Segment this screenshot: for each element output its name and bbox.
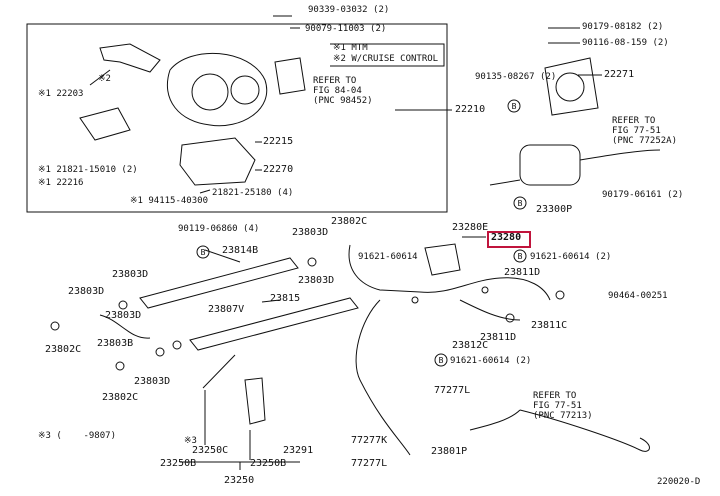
callout-b: B <box>201 248 206 257</box>
part-label: 90119-06860 (4) <box>178 224 260 234</box>
injector-shape <box>244 377 266 425</box>
refer-label: FIG 84-04 <box>313 86 362 96</box>
fuel-filter-shape <box>519 144 581 186</box>
pressure-regulator-shape <box>424 243 461 276</box>
part-label: 22210 <box>455 104 486 115</box>
part-label: 77277L <box>351 458 388 469</box>
part-label: 23801P <box>431 446 468 457</box>
part-label: 90135-08267 (2) <box>475 72 557 82</box>
figure-code: 220020-D <box>657 477 701 487</box>
part-label: 90179-06161 (2) <box>602 190 684 200</box>
refer-label: FIG 77-51 <box>612 126 661 136</box>
part-label: 23814B <box>222 245 259 256</box>
part-label: 23280E <box>452 222 489 233</box>
part-label: 23803D <box>112 269 149 280</box>
intake-gasket-shape <box>544 57 599 116</box>
part-label: ※1 22203 <box>38 89 84 99</box>
part-label: 23815 <box>270 293 301 304</box>
part-label: 23300P <box>536 204 573 215</box>
refer-label: REFER TO <box>612 116 656 126</box>
part-label: 23291 <box>283 445 314 456</box>
refer-label: REFER TO <box>533 391 577 401</box>
refer-label: (PNC 77213) <box>533 411 593 421</box>
note-label: ※2 <box>98 74 111 84</box>
fuel-rail-front <box>139 257 299 309</box>
part-label: 23250C <box>192 445 229 456</box>
part-label: 23803B <box>97 338 134 349</box>
part-label: 23811D <box>480 332 517 343</box>
callout-b: B <box>439 356 444 365</box>
part-label: ※1 21821-15010 (2) <box>38 165 138 175</box>
callout-b: B <box>512 102 517 111</box>
note-label: ※1 MTM <box>333 43 368 53</box>
refer-label: (PNC 98452) <box>313 96 373 106</box>
part-label: ※1 94115-40300 <box>130 196 208 206</box>
gasket-plate-shape <box>179 137 256 186</box>
note-label: ※2 W/CRUISE CONTROL <box>333 54 439 64</box>
part-label: 77277L <box>434 385 471 396</box>
part-label: 23811D <box>504 267 541 278</box>
part-label: 90179-08182 (2) <box>582 22 664 32</box>
part-label: 23250B <box>160 458 197 469</box>
part-label: ※1 22216 <box>38 178 84 188</box>
throttle-body-shape <box>166 52 268 127</box>
note-label: ※3 <box>184 436 197 446</box>
part-label: 90116-08-159 (2) <box>582 38 669 48</box>
part-label: 90079-11003 (2) <box>305 24 387 34</box>
idle-valve-shape <box>79 107 131 141</box>
part-label: 22270 <box>263 164 294 175</box>
part-label: 23802C <box>102 392 139 403</box>
part-label: 91621-60614 (2) <box>450 356 532 366</box>
part-label: 23803D <box>134 376 171 387</box>
part-label: 23802C <box>331 216 368 227</box>
part-label: 90339-03032 (2) <box>308 5 390 15</box>
refer-label: FIG 77-51 <box>533 401 582 411</box>
part-label: 23811C <box>531 320 568 331</box>
part-label: 23812C <box>452 340 489 351</box>
refer-label: REFER TO <box>313 76 357 86</box>
callout-b: B <box>518 199 523 208</box>
part-label-highlighted: 23280 <box>491 232 522 243</box>
part-label: 23803D <box>292 227 329 238</box>
part-label: 22271 <box>604 69 635 80</box>
part-label: 23250 <box>224 475 255 486</box>
highlight-23280 <box>487 231 531 248</box>
part-label: 90464-00251 <box>608 291 668 301</box>
callout-b: B <box>518 252 523 261</box>
part-label: 91621-60614 <box>358 252 418 262</box>
refer-label: (PNC 77252A) <box>612 136 678 146</box>
part-label: 23803D <box>298 275 335 286</box>
part-label: 22215 <box>263 136 294 147</box>
part-label: 77277K <box>351 435 388 446</box>
part-label: 91621-60614 (2) <box>530 252 612 262</box>
part-label: 23807V <box>208 304 245 315</box>
fuel-rail-rear <box>189 297 359 351</box>
part-label: 23803D <box>105 310 142 321</box>
note-label: ※3 ( -9807) <box>38 431 116 441</box>
part-label: 23250B <box>250 458 287 469</box>
throttle-assembly-box <box>26 23 448 213</box>
part-label: 23802C <box>45 344 82 355</box>
part-label: 21821-25180 (4) <box>212 188 294 198</box>
part-label: 23803D <box>68 286 105 297</box>
